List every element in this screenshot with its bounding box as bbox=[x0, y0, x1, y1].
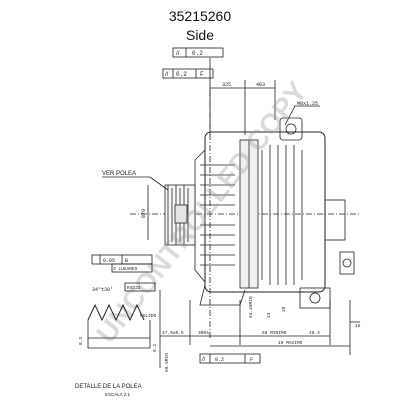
top-dimensions: 325 403 M8x1.25 bbox=[209, 58, 320, 135]
detail-title: DETALLE DE LA POLEA bbox=[75, 384, 142, 390]
dim-403: 403 bbox=[256, 82, 265, 88]
svg-text:B: B bbox=[125, 258, 128, 264]
svg-text:15: 15 bbox=[355, 323, 361, 329]
svg-text:F: F bbox=[250, 357, 253, 363]
svg-text:0.2: 0.2 bbox=[176, 71, 187, 78]
angle-dim: 34°±30' bbox=[92, 287, 113, 293]
pulley-detail: 34°±30' R4D23 PULIDO 8.3 9.2 DETALLE DE … bbox=[75, 282, 158, 397]
svg-text://: // bbox=[202, 357, 206, 363]
svg-text:43: 43 bbox=[266, 312, 272, 318]
alternator-body bbox=[194, 117, 355, 309]
svg-text:3 LUGARES: 3 LUGARES bbox=[113, 266, 138, 272]
svg-text:0.05: 0.05 bbox=[103, 258, 115, 264]
svg-text:68 MINIMO: 68 MINIMO bbox=[262, 330, 287, 336]
top-tolerance-frame: // 0.2 // 0.2 F bbox=[162, 47, 224, 79]
svg-text:10 MAXIMO: 10 MAXIMO bbox=[278, 340, 303, 346]
svg-text:28: 28 bbox=[281, 306, 287, 312]
cooling-fins bbox=[200, 145, 303, 285]
svg-text://: // bbox=[165, 72, 169, 78]
bottom-dimensions: 17.9±0.5 3094 68 MINIMO 48.4 10 MAXIMO 1… bbox=[159, 290, 361, 372]
svg-text:9.2: 9.2 bbox=[152, 344, 158, 352]
svg-text:8.3: 8.3 bbox=[78, 337, 84, 345]
svg-text:48.4: 48.4 bbox=[309, 330, 320, 336]
left-tolerance-frame: 0.05 B 3 LUGARES bbox=[91, 254, 153, 273]
part-number: 35215260 bbox=[168, 8, 232, 24]
svg-text:3094: 3094 bbox=[198, 330, 209, 336]
detail-scale: ESCALA 2:1 bbox=[105, 392, 131, 397]
dim-325: 325 bbox=[222, 82, 231, 88]
pulley: VER POLEA 870 bbox=[102, 171, 196, 246]
tol-top: 0.2 bbox=[192, 50, 203, 57]
svg-text:0.2: 0.2 bbox=[215, 357, 224, 363]
svg-text:17.9±0.5: 17.9±0.5 bbox=[162, 330, 184, 336]
ver-polea-label: VER POLEA bbox=[102, 171, 136, 177]
svg-text://: // bbox=[176, 51, 180, 57]
view-name: Side bbox=[185, 27, 215, 43]
svg-text:F: F bbox=[200, 71, 204, 78]
svg-text:R4D23: R4D23 bbox=[127, 285, 141, 291]
svg-text:64.46MIN: 64.46MIN bbox=[248, 296, 254, 318]
svg-text:69.5MIN: 69.5MIN bbox=[164, 353, 170, 372]
thread-callout: M8x1.25 bbox=[297, 101, 318, 107]
dim-870: 870 bbox=[141, 209, 147, 218]
pulido-label: PULIDO bbox=[140, 313, 157, 319]
